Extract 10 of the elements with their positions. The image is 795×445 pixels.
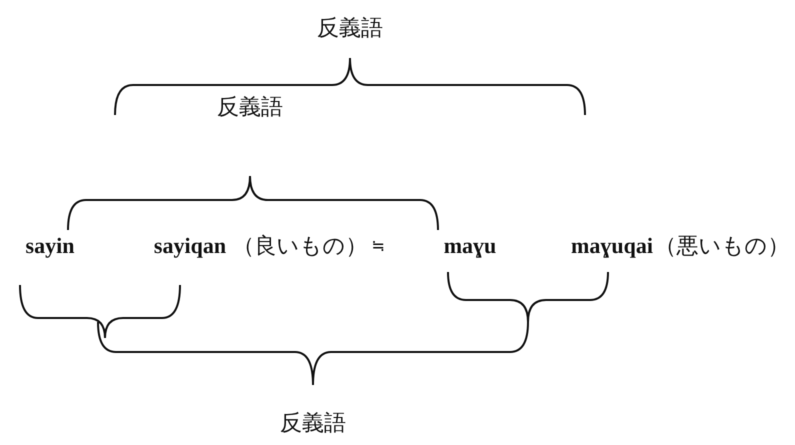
word: maɣuqai xyxy=(571,233,653,259)
word: sayin xyxy=(26,233,74,259)
word: sayiqan xyxy=(154,233,226,259)
term-label: 反義語 xyxy=(317,14,383,42)
approx-equal-sign: ≒ xyxy=(372,237,384,256)
gloss: （良いもの） xyxy=(232,232,368,260)
term-label: 反義語 xyxy=(280,409,346,437)
term-label: 反義語 xyxy=(217,93,283,121)
word: maɣu xyxy=(444,233,496,259)
gloss: （悪いもの） xyxy=(654,232,790,260)
